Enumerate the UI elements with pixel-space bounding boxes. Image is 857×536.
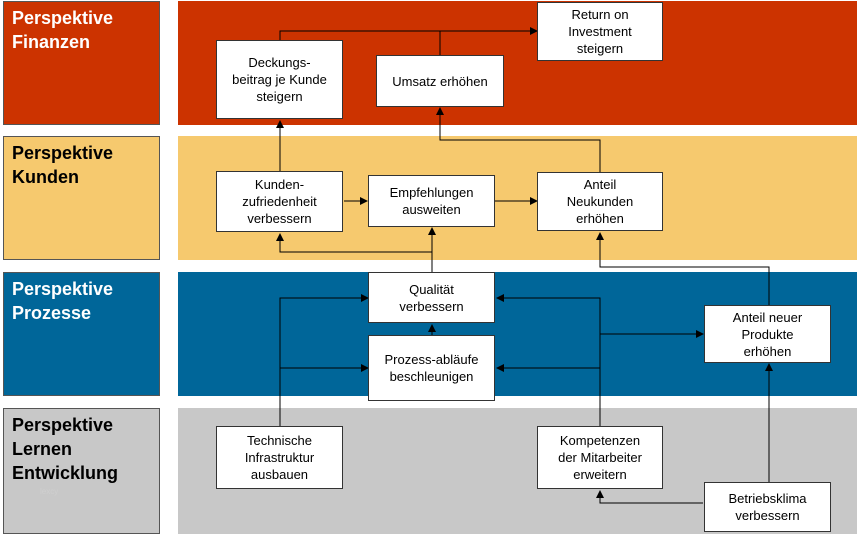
arrow-qual-kunden: [276, 233, 432, 253]
perspective-lernen-label: Perspektive Lernen Entwicklung: [3, 408, 160, 534]
node-infrastruktur: Technische Infrastruktur ausbauen: [216, 426, 343, 489]
perspective-kunden-label: Perspektive Kunden: [3, 136, 160, 260]
arrow-klima-komp: [596, 490, 703, 504]
node-betriebsklima: Betriebsklima verbessern: [704, 482, 831, 532]
node-prozessablaeufe: Prozess-abläufe beschleunigen: [368, 335, 495, 401]
arrow-infra-qual: [279, 294, 369, 426]
node-umsatz: Umsatz erhöhen: [376, 55, 504, 107]
arrow-produkte-neukunden: [596, 232, 770, 305]
arrow-komp-qual: [496, 294, 601, 426]
node-kundenzufriedenheit: Kunden- zufriedenheit verbessern: [216, 171, 343, 232]
arrow-neukunden-umsatz: [436, 107, 601, 172]
node-deckungsbeitrag: Deckungs- beitrag je Kunde steigern: [216, 40, 343, 119]
node-return-on-investment: Return on Investment steigern: [537, 2, 663, 61]
node-kompetenzen: Kompetenzen der Mitarbeiter erweitern: [537, 426, 663, 489]
node-neukunden: Anteil Neukunden erhöhen: [537, 172, 663, 231]
perspective-prozesse-label: Perspektive Prozesse: [3, 272, 160, 396]
node-qualitaet: Qualität verbessern: [368, 272, 495, 323]
arrow-deckung-roi: [279, 27, 538, 40]
node-empfehlungen: Empfehlungen ausweiten: [368, 175, 495, 227]
watermark: lexcy: [40, 487, 59, 496]
node-neue-produkte: Anteil neuer Produkte erhöhen: [704, 305, 831, 363]
perspective-finanzen-label: Perspektive Finanzen: [3, 1, 160, 125]
